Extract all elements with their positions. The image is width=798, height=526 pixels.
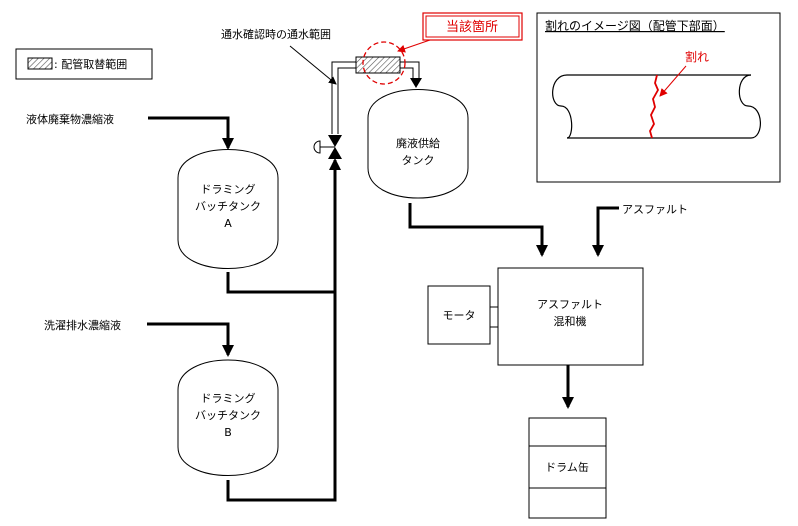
drumming-tank-a: ドラミング バッチタンク A <box>177 149 279 269</box>
crack-pointer <box>659 65 687 97</box>
tank-a-line2: バッチタンク <box>195 200 261 213</box>
affected-location-circle <box>362 41 406 85</box>
asphalt-line <box>592 206 619 257</box>
tank-b-line1: ドラミング <box>201 391 256 405</box>
affected-location-box: 当該箇所 <box>422 12 523 41</box>
mixer-line2: 混和機 <box>554 314 587 328</box>
pipe-left-end <box>552 74 573 139</box>
water-path-arrowhead <box>410 78 422 88</box>
motor: モータ <box>427 285 499 345</box>
asphalt-mixer: アスファルト 混和機 <box>497 267 644 366</box>
motor-shaft <box>489 306 499 328</box>
drum-can: ドラム缶 <box>528 417 607 519</box>
waste-supply-line2: タンク <box>402 154 435 167</box>
liquid-waste-line <box>148 116 234 150</box>
tank-a-outlet-line <box>226 272 335 294</box>
main-riser-line <box>226 158 341 502</box>
tank-a-line1: ドラミング <box>201 182 256 196</box>
mixer-line1: アスファルト <box>537 298 603 311</box>
tank-a-line3: A <box>224 217 232 230</box>
water-range-label: 通水確認時の通水範囲 <box>221 27 331 41</box>
laundry-waste-label: 洗濯排水濃縮液 <box>44 318 121 332</box>
waste-supply-line1: 廃液供給 <box>396 136 440 150</box>
motor-label: モータ <box>443 309 476 322</box>
water-range-pointer <box>289 45 337 85</box>
crack-label: 割れ <box>685 49 709 64</box>
asphalt-label: アスファルト <box>622 203 688 216</box>
crack-inset-title: 割れのイメージ図（配管下部面） <box>545 18 725 33</box>
waste-supply-tank: 廃液供給 タンク <box>367 89 469 199</box>
crack-inset: 割れのイメージ図（配管下部面） 割れ <box>536 12 781 183</box>
replaced-pipe-segment <box>355 56 401 74</box>
pipe-right-end <box>738 74 761 139</box>
legend-label: : 配管取替範囲 <box>54 57 127 71</box>
drumming-tank-b: ドラミング バッチタンク B <box>177 359 279 476</box>
valve <box>313 135 342 159</box>
legend-box: : 配管取替範囲 <box>15 48 153 80</box>
affected-location-label: 当該箇所 <box>446 19 498 35</box>
liquid-waste-label: 液体廃棄物濃縮液 <box>26 112 114 126</box>
drum-label: ドラム缶 <box>545 460 589 474</box>
affected-location-pointer <box>397 39 431 53</box>
tank-b-line2: バッチタンク <box>195 409 261 422</box>
crack-line <box>649 74 660 139</box>
waste-supply-outlet-line <box>408 203 548 257</box>
hatch-swatch <box>27 57 53 70</box>
tank-b-line3: B <box>224 426 232 439</box>
laundry-waste-line <box>147 322 234 357</box>
